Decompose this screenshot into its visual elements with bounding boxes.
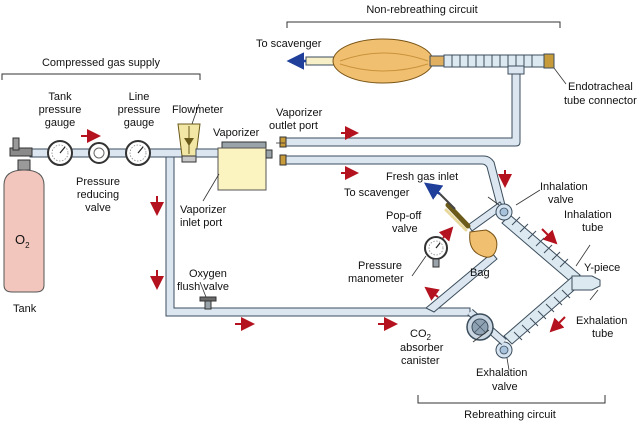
label-non-rebreathing-circuit: Non-rebreathing circuit: [366, 4, 477, 16]
label-vaporizer-outlet: Vaporizer: [276, 107, 323, 119]
label-inhalation-valve: Inhalation: [540, 181, 588, 193]
flow-arrow: [541, 228, 558, 245]
label-rebreathing-circuit: Rebreathing circuit: [464, 409, 556, 421]
leader-lines: [191, 67, 599, 371]
bracket-non-rebreathing: [286, 21, 561, 28]
label-endotracheal: Endotracheal: [568, 81, 633, 93]
exhalation-tube: [503, 276, 581, 345]
line-pressure-gauge: [125, 140, 151, 166]
flow-arrow: [549, 316, 566, 333]
label-tank-pressure: Tank: [48, 91, 72, 103]
label-tube-connector: tube connector: [564, 95, 637, 107]
label-tank-pressure: gauge: [45, 117, 76, 129]
label-line-pressure: Line: [129, 91, 150, 103]
bracket-rebreathing: [417, 395, 606, 404]
label-tank: Tank: [13, 303, 37, 315]
flow-arrow: [424, 286, 440, 301]
flow-arrow: [438, 226, 454, 242]
label-absorber: absorber: [400, 342, 444, 354]
label-co2: CO2: [410, 328, 432, 342]
label-exhalation-valve: valve: [492, 381, 518, 393]
label-flowmeter: Flowmeter: [172, 104, 224, 116]
label-vaporizer-outlet: outlet port: [269, 120, 318, 132]
vaporizer-outlet-port-1: [279, 136, 287, 148]
label-to-scavenger-top: To scavenger: [256, 38, 322, 50]
flow-arrows: [81, 126, 566, 333]
pop-off-valve: [439, 193, 471, 232]
label-tank-pressure: pressure: [39, 104, 82, 116]
tank-pressure-gauge: [47, 140, 73, 166]
label-vaporizer-inlet: Vaporizer: [180, 204, 227, 216]
label-line-pressure: gauge: [124, 117, 155, 129]
label-y-piece: Y-piece: [584, 262, 620, 274]
label-inhalation-tube: Inhalation: [564, 209, 612, 221]
exhalation-valve: [495, 341, 513, 359]
y-piece: [571, 275, 601, 291]
pressure-reducing-valve: [88, 142, 110, 164]
co2-absorber-canister: [466, 309, 507, 345]
label-to-scavenger-mid: To scavenger: [344, 187, 410, 199]
label-exhalation-valve: Exhalation: [476, 367, 527, 379]
non-rebreathing-bag: [305, 38, 445, 84]
vaporizer-feed-pipe: [195, 148, 221, 158]
label-pressure-manometer: Pressure: [358, 260, 402, 272]
label-pressure-manometer: manometer: [348, 273, 404, 285]
label-vaporizer: Vaporizer: [213, 127, 260, 139]
label-pop-off-valve: valve: [392, 223, 418, 235]
label-exhalation-tube: tube: [592, 328, 613, 340]
vaporizer: [217, 141, 273, 191]
oxygen-flush-valve: [199, 296, 217, 310]
label-compressed-gas-supply: Compressed gas supply: [42, 57, 161, 69]
label-inhalation-valve: valve: [548, 194, 574, 206]
pressure-manometer: [424, 236, 448, 268]
oxygen-tank: [3, 137, 45, 293]
label-line-pressure: pressure: [118, 104, 161, 116]
label-bag: Bag: [470, 267, 490, 279]
non-rebreathing-tee: [507, 65, 525, 75]
label-fresh-gas-inlet: Fresh gas inlet: [386, 171, 458, 183]
label-pressure-reducing: valve: [85, 202, 111, 214]
rebreathing-bag: [469, 229, 498, 258]
label-o2: O2: [15, 232, 30, 250]
oxygen-flush-pipe: [165, 156, 471, 317]
label-vaporizer-inlet: inlet port: [180, 217, 222, 229]
expiratory-limb-pipe: [425, 252, 498, 313]
label-inhalation-tube: tube: [582, 222, 603, 234]
non-rebreathing-pipe: [283, 69, 521, 147]
label-canister: canister: [401, 355, 440, 367]
inhalation-tube: [501, 214, 581, 284]
vaporizer-outlet-port-2: [279, 154, 287, 166]
label-pop-off-valve: Pop-off: [386, 210, 422, 222]
label-oxygen-flush: Oxygen: [189, 268, 227, 280]
bracket-compressed-gas: [1, 73, 201, 80]
label-oxygen-flush: flush valve: [177, 281, 229, 293]
flowmeter: [177, 123, 201, 163]
label-pressure-reducing: Pressure: [76, 176, 120, 188]
non-rebreathing-corrugated-tube: [443, 53, 555, 69]
scavenger-arrow-mid: [423, 182, 444, 200]
inhalation-valve: [495, 203, 513, 221]
label-exhalation-tube: Exhalation: [576, 315, 627, 327]
label-pressure-reducing: reducing: [77, 189, 119, 201]
